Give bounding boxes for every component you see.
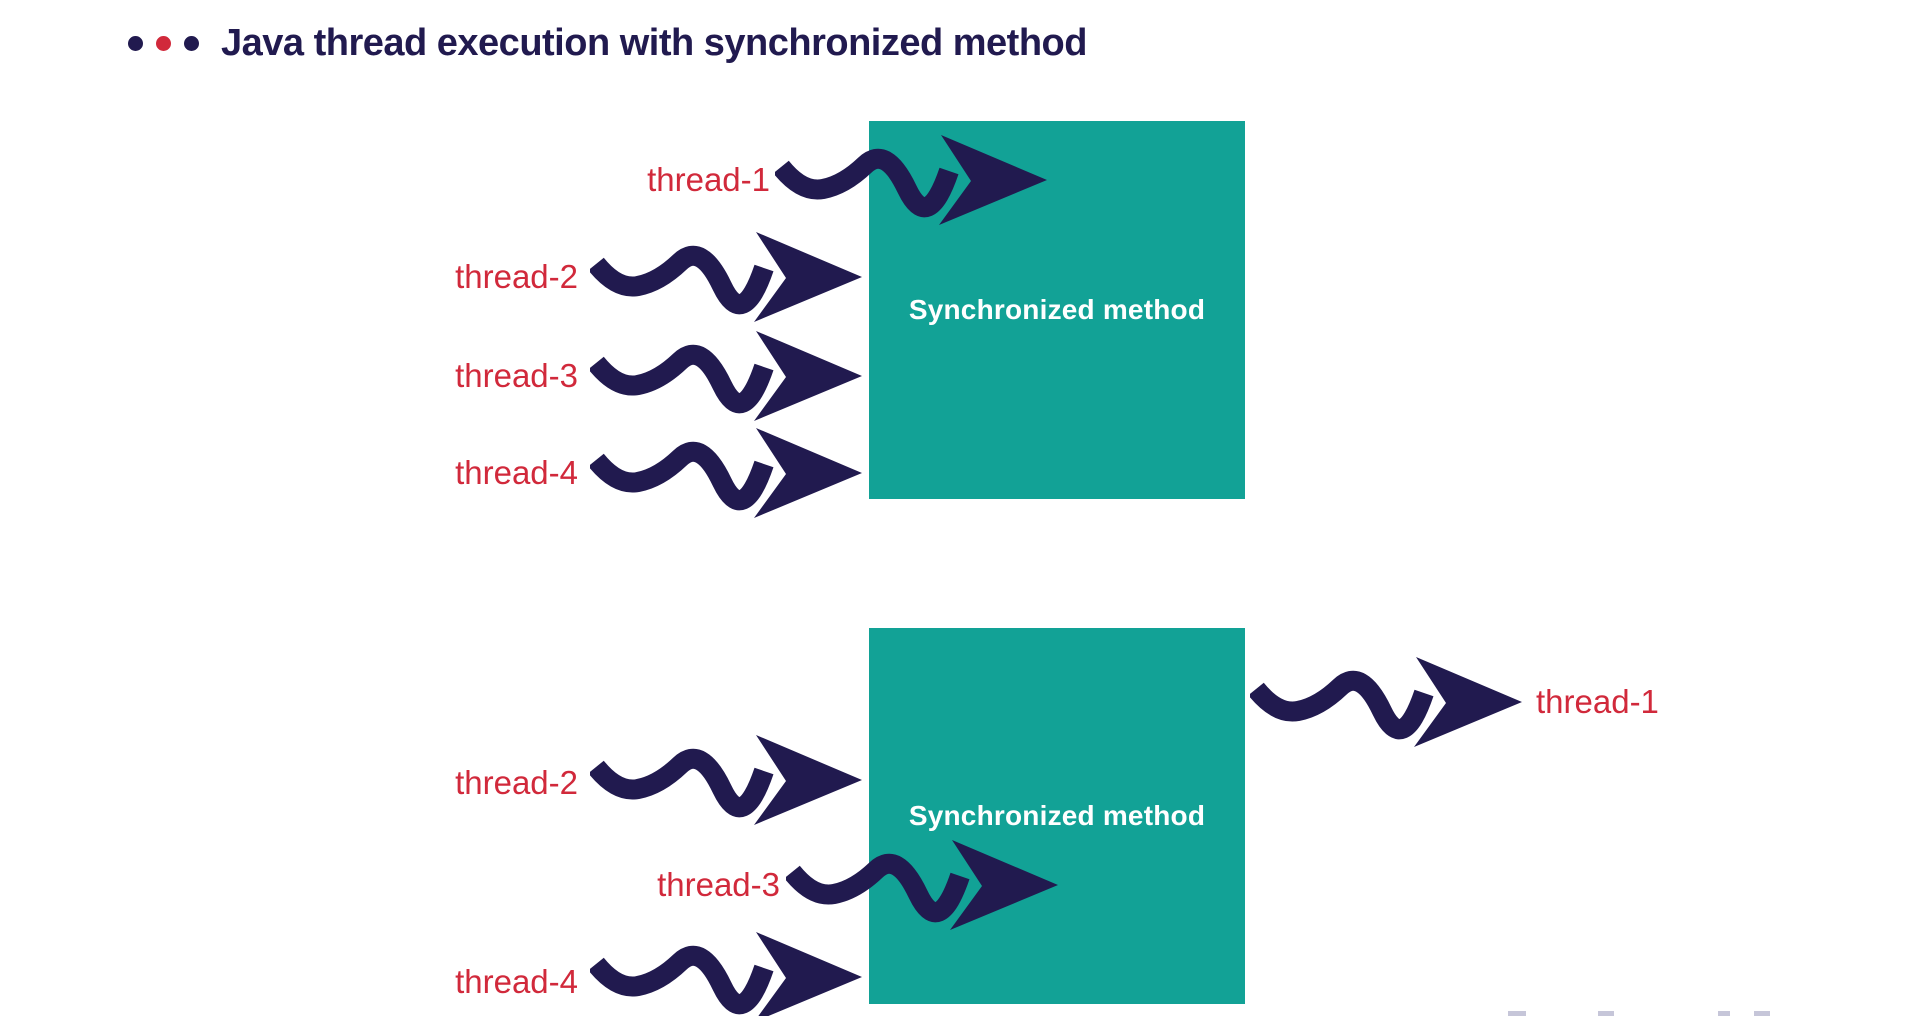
synchronized-method-label: Synchronized method (908, 294, 1206, 325)
bullet-dot-icon (184, 35, 199, 51)
thread-3-label: thread-3 (657, 866, 780, 903)
thread-4-arrow-icon (590, 922, 870, 1016)
cutoff-text-fragment (1598, 1011, 1614, 1016)
bullet-dot-icon (156, 35, 171, 51)
thread-4-label: thread-4 (455, 454, 578, 491)
thread-2-label: thread-2 (455, 764, 578, 801)
thread-1-arrow-icon (775, 125, 1055, 235)
thread-1-exit-arrow-icon (1250, 647, 1530, 757)
thread-2-arrow-icon (590, 725, 870, 835)
page-title-row: Java thread execution with synchronized … (128, 18, 1087, 68)
cutoff-text-fragment (1754, 1011, 1770, 1016)
thread-4-arrow-icon (590, 418, 870, 528)
bullet-dot-icon (128, 35, 143, 51)
thread-3-label: thread-3 (455, 357, 578, 394)
synchronized-method-label: Synchronized method (908, 800, 1206, 831)
thread-1-label: thread-1 (1536, 683, 1659, 720)
cutoff-text-fragment (1718, 1011, 1730, 1016)
thread-4-label: thread-4 (455, 963, 578, 1000)
page-title: Java thread execution with synchronized … (221, 21, 1087, 64)
synchronized-method-box: Synchronized method (869, 121, 1245, 499)
thread-1-label: thread-1 (647, 161, 770, 198)
thread-2-label: thread-2 (455, 258, 578, 295)
synchronized-method-box: Synchronized method (869, 628, 1245, 1004)
thread-3-arrow-icon (590, 321, 870, 431)
thread-2-arrow-icon (590, 222, 870, 332)
cutoff-text-fragment (1508, 1011, 1526, 1016)
